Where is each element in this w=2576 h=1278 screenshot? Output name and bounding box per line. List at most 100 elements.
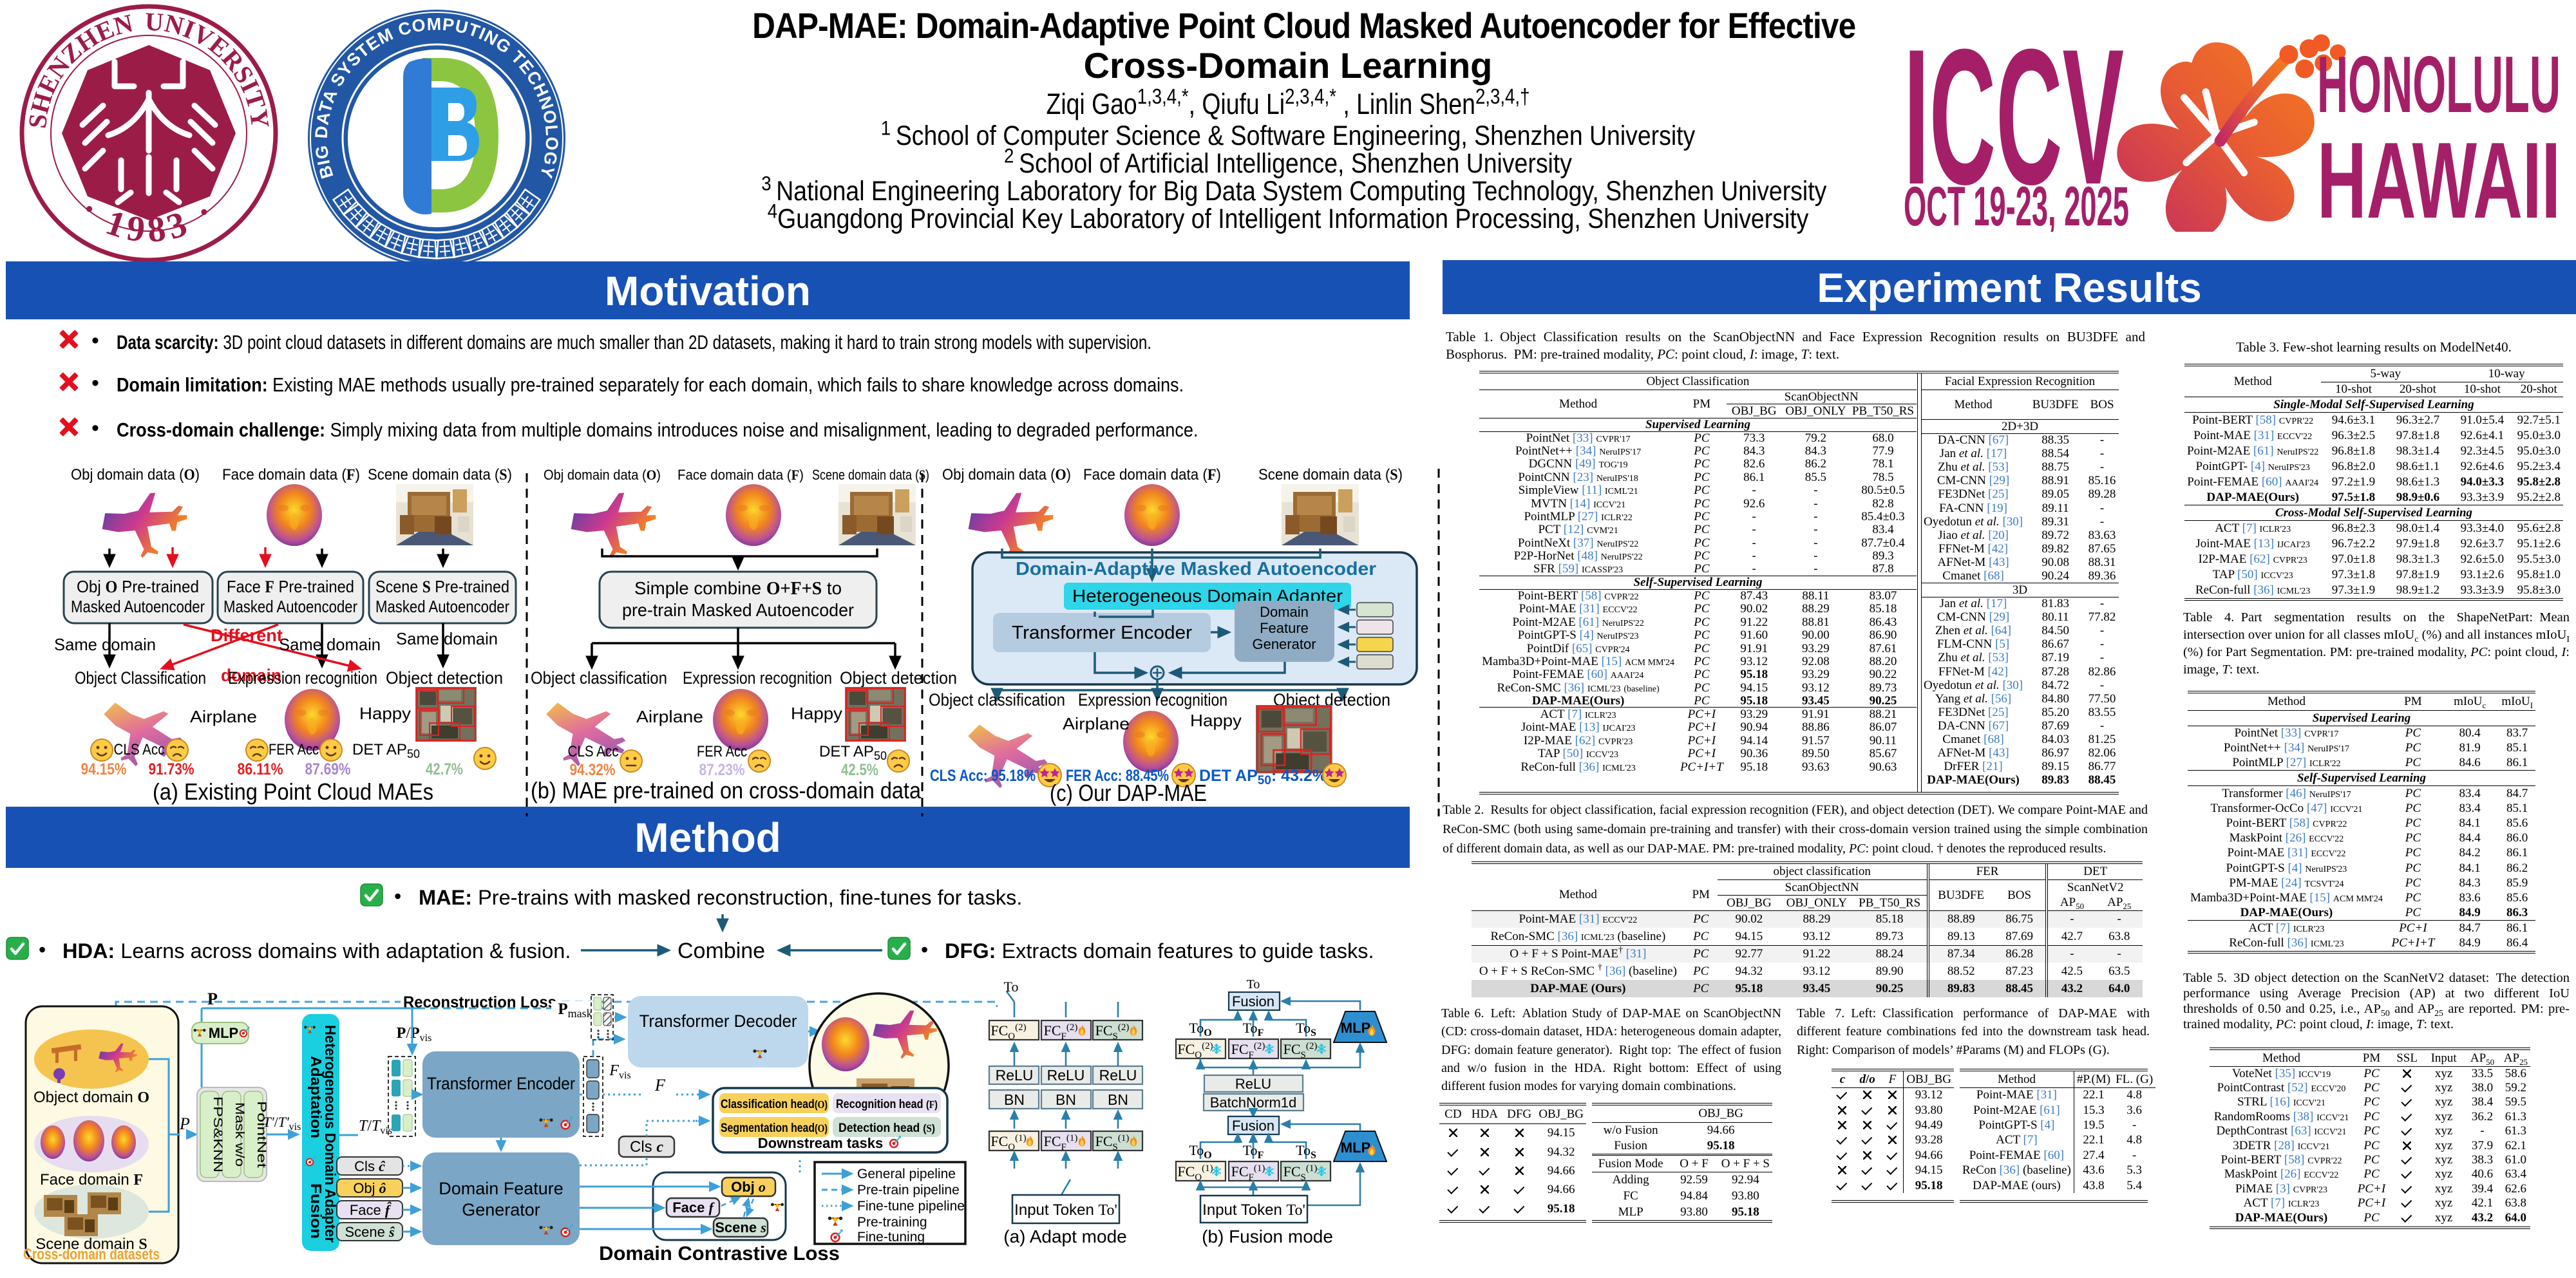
svg-text:FPS&KNN: FPS&KNN [211,1096,224,1172]
svg-text:DET AP50: DET AP50 [819,743,887,762]
svg-text:Domain Feature: Domain Feature [439,1179,564,1198]
svg-text:BatchNorm1d: BatchNorm1d [1210,1095,1297,1111]
svg-text:Cls c: Cls c [630,1138,663,1156]
svg-text:94.32%: 94.32% [570,761,616,779]
svg-text:42.5%: 42.5% [841,761,878,779]
svg-text:HAWAII: HAWAII [2317,120,2561,224]
svg-text:Fusion: Fusion [1232,993,1274,1010]
svg-text:Airplane: Airplane [1063,714,1130,733]
svg-text:Scene domain S: Scene domain S [35,1236,147,1253]
svg-text:(b) MAE pre-trained on cross-d: (b) MAE pre-trained on cross-domain data [531,777,922,803]
svg-text:Obj domain data (O): Obj domain data (O) [942,466,1071,484]
svg-text:(a) Existing Point Cloud MAEs: (a) Existing Point Cloud MAEs [153,778,433,805]
svg-text:Obj domain data (O): Obj domain data (O) [544,467,661,483]
svg-text:Airplane: Airplane [636,707,703,726]
svg-text:Pre-training: Pre-training [857,1215,927,1230]
svg-text:BN: BN [1056,1091,1076,1108]
svg-text:Obj O Pre-trained: Obj O Pre-trained [77,577,199,596]
svg-text:Scene domain data (S): Scene domain data (S) [1258,466,1403,484]
svg-text:Obj o: Obj o [731,1179,766,1195]
svg-text:Pre-train pipeline: Pre-train pipeline [857,1183,960,1198]
svg-text:Face f: Face f [672,1199,715,1216]
svg-text:P: P [207,990,218,1008]
svg-text:MLP: MLP [1341,1140,1370,1156]
svg-text:ToF: ToF [1243,1020,1264,1038]
svg-text:ToS: ToS [1296,1142,1316,1161]
svg-text:Happy: Happy [791,704,842,723]
svg-text:Happy: Happy [359,704,411,723]
svg-text:Segmentation head(O): Segmentation head(O) [721,1121,828,1135]
svg-text:F: F [654,1076,666,1095]
svg-text:Object classification: Object classification [929,690,1065,709]
svg-text:Feature: Feature [1260,620,1309,636]
svg-text:(b) Fusion mode: (b) Fusion mode [1202,1226,1333,1246]
svg-text:Different: Different [211,626,283,645]
svg-text:Cls ĉ: Cls ĉ [354,1158,386,1174]
svg-text:Face f̂: Face f̂ [350,1201,392,1218]
svg-text:Same domain: Same domain [279,635,381,654]
svg-text:General pipeline: General pipeline [857,1167,956,1181]
svg-text:FER Acc: FER Acc [269,741,319,758]
svg-text:T/Tvis: T/Tvis [359,1118,392,1136]
svg-text:domain: domain [221,666,281,685]
svg-text:Object detection: Object detection [840,668,957,688]
svg-text:Downstream tasks: Downstream tasks [758,1135,883,1151]
svg-text:Object detection: Object detection [386,668,503,688]
svg-text:Airplane: Airplane [190,707,257,726]
svg-text:Domain: Domain [1260,604,1309,620]
svg-text:42.7%: 42.7% [426,760,463,778]
svg-text:Simple combine O+F+S to: Simple combine O+F+S to [634,578,842,599]
svg-text:Masked Autoencoder: Masked Autoencoder [71,597,205,616]
svg-text:Transformer Encoder: Transformer Encoder [1012,623,1192,643]
svg-text:PointNet: PointNet [254,1101,268,1169]
svg-text:Scene ŝ: Scene ŝ [345,1224,395,1240]
svg-text:Transformer Decoder: Transformer Decoder [639,1011,797,1031]
svg-text:Generator: Generator [462,1200,540,1219]
svg-text:87.69%: 87.69% [305,760,351,778]
svg-text:Classification head(O): Classification head(O) [721,1097,828,1111]
svg-text:Object Classification: Object Classification [75,668,206,688]
svg-text:Obj domain data (O): Obj domain data (O) [71,466,200,484]
svg-text:Domain Contrastive Loss: Domain Contrastive Loss [599,1242,840,1264]
svg-text:Masked Autoencoder: Masked Autoencoder [223,597,357,616]
svg-text:BN: BN [1108,1091,1128,1108]
svg-text:(a) Adapt mode: (a) Adapt mode [1003,1226,1126,1246]
svg-text:Fine-tune pipeline: Fine-tune pipeline [857,1199,965,1214]
svg-text:91.73%: 91.73% [149,760,194,778]
svg-text:P: P [179,1114,190,1133]
svg-text:Face domain data (F): Face domain data (F) [222,466,360,484]
svg-text:pre-train Masked Autoencoder: pre-train Masked Autoencoder [622,600,854,620]
svg-text:94.15%: 94.15% [81,760,127,778]
svg-text:Obj ô: Obj ô [353,1180,386,1196]
svg-text:ToS: ToS [1296,1020,1316,1038]
svg-text:86.11%: 86.11% [238,760,283,778]
svg-text:Scene s: Scene s [715,1219,766,1236]
svg-text:Object domain O: Object domain O [33,1089,149,1106]
svg-text:Cross-domain datasets: Cross-domain datasets [23,1246,160,1263]
svg-text:FER Acc: 88.45%: FER Acc: 88.45% [1066,767,1169,785]
svg-text:Object classification: Object classification [531,668,667,688]
svg-text:Recognition head (F): Recognition head (F) [836,1097,938,1111]
svg-text:P/Pvis: P/Pvis [397,1025,432,1044]
svg-text:MLP: MLP [209,1025,238,1041]
svg-text:Mask w/o: Mask w/o [232,1102,246,1167]
svg-text:Transformer Encoder: Transformer Encoder [427,1074,575,1093]
svg-text:Fvis: Fvis [609,1062,630,1081]
svg-text:Fusion: Fusion [1232,1118,1274,1134]
svg-text:OCT 19-23, 2025: OCT 19-23, 2025 [1904,176,2129,232]
svg-text:Scene domain data (S): Scene domain data (S) [368,466,512,484]
svg-text:Generator: Generator [1252,636,1316,652]
svg-text:Same domain: Same domain [54,635,156,654]
svg-text:Detection head (S): Detection head (S) [838,1121,935,1135]
svg-text:Expression recognition: Expression recognition [1078,690,1227,709]
svg-text:To: To [1004,979,1019,995]
svg-text:Face domain data (F): Face domain data (F) [1083,466,1221,484]
svg-text:Masked Autoencoder: Masked Autoencoder [375,597,509,616]
svg-text:(c) Our DAP-MAE: (c) Our DAP-MAE [1050,780,1207,806]
svg-text:ToO: ToO [1189,1142,1211,1161]
svg-text:CLS Acc: CLS Acc [568,743,619,760]
svg-text:Adaptation: Adaptation [308,1056,325,1138]
svg-text:Expression recognition: Expression recognition [228,668,377,688]
svg-text:Scene domain data (S): Scene domain data (S) [812,467,929,483]
svg-text:Face F Pre-trained: Face F Pre-trained [227,577,354,596]
